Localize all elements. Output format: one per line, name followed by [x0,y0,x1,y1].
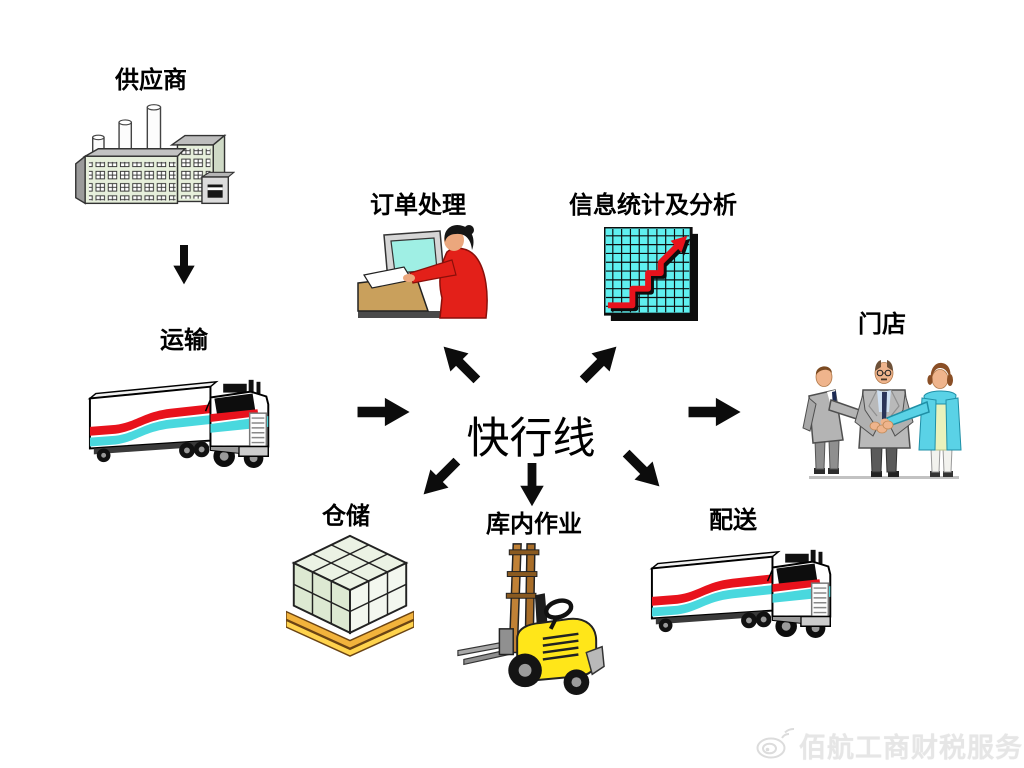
arrow-center-to-store-icon [688,397,742,427]
label-store: 门店 [858,309,906,338]
delivery-truck-icon [648,542,844,640]
pallet-boxes-icon [286,532,414,658]
label-order-processing: 订单处理 [370,190,466,219]
weibo-eye-logo-icon [756,728,795,759]
label-delivery: 配送 [709,505,757,534]
arrow-center-to-order-icon [432,335,487,390]
label-info-analysis: 信息统计及分析 [569,190,737,219]
transport-truck-icon [86,372,282,470]
forklift-icon [452,538,610,696]
arrow-supplier-to-transport-icon [169,245,199,285]
label-warehouse: 仓储 [322,501,370,530]
rising-chart-icon [604,227,698,321]
arrow-center-to-warehouse-icon [412,450,467,505]
arrow-center-to-delivery-icon [615,442,670,497]
factory-icon [70,96,235,209]
handshake-people-icon [789,346,974,481]
label-transport: 运输 [160,325,208,354]
arrow-center-to-ops-icon [517,463,547,507]
watermark-text: 佰航工商财税服务 [799,733,1023,764]
label-warehouse-ops: 库内作业 [486,509,582,538]
operator-at-computer-icon [352,220,492,320]
arrow-center-to-analysis-icon [572,335,627,390]
center-hub-title: 快行线 [466,414,596,464]
arrow-transport-to-center-icon [356,397,412,427]
label-supplier: 供应商 [115,65,187,94]
